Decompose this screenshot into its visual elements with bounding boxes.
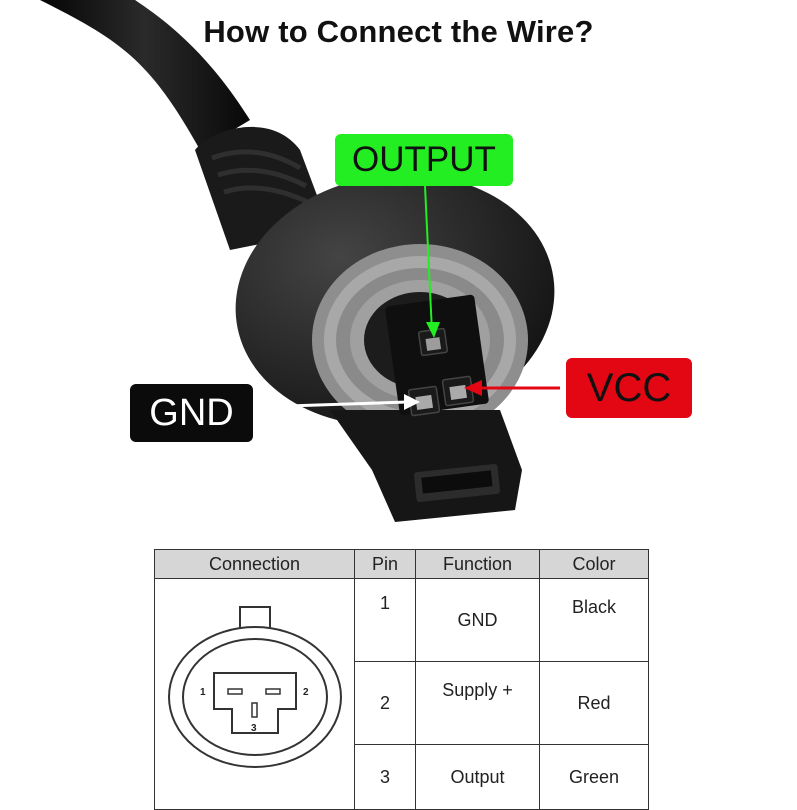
pin-number: 3 xyxy=(354,744,416,810)
connector-illustration xyxy=(40,0,560,522)
connector-outer-ring xyxy=(167,625,342,768)
pin-function: GND xyxy=(415,578,540,662)
face-pin-2-label: 2 xyxy=(303,687,309,698)
gnd-arrow-line xyxy=(287,400,409,408)
connector-diagram: How to Connect the Wire? OUTPUT GND VCC … xyxy=(40,0,692,810)
cable xyxy=(40,0,250,150)
table-row: 2 Supply + Red xyxy=(155,661,649,745)
page-title: How to Connect the Wire? xyxy=(203,14,594,49)
vcc-arrow-head xyxy=(464,380,482,396)
table-header-row: Connection Pin Function Color xyxy=(154,549,649,579)
wire-color: Black xyxy=(539,578,649,662)
connector-housing xyxy=(212,671,297,734)
connector-inner-ring xyxy=(181,637,328,756)
face-pin-3-label: 3 xyxy=(251,723,257,734)
wire-color: Green xyxy=(539,744,649,810)
connector-face-diagram: 1 2 3 xyxy=(167,605,342,768)
output-arrow-line xyxy=(424,185,433,333)
connector-face-cell: 1 2 3 xyxy=(154,578,355,810)
pin-function: Supply + xyxy=(415,661,540,745)
header-connection: Connection xyxy=(154,549,355,579)
face-pin-2-slot xyxy=(264,687,281,695)
vcc-label: VCC xyxy=(566,358,692,418)
face-pin-1-slot xyxy=(226,687,243,695)
wire-color: Red xyxy=(539,661,649,745)
face-pin-1-label: 1 xyxy=(200,687,206,698)
pin-number: 2 xyxy=(354,661,416,745)
pinout-table: Connection Pin Function Color xyxy=(154,549,649,810)
gnd-label: GND xyxy=(130,384,253,442)
pin-number: 1 xyxy=(354,578,416,662)
pin-function: Output xyxy=(415,744,540,810)
header-pin: Pin xyxy=(354,549,416,579)
strain-relief-ridges xyxy=(211,149,314,207)
output-arrow-head xyxy=(426,322,440,338)
output-label: OUTPUT xyxy=(335,134,513,186)
header-function: Function xyxy=(415,549,540,579)
header-color: Color xyxy=(539,549,649,579)
gnd-arrow-head xyxy=(404,394,420,410)
table-row: 1 2 3 1 GND Black xyxy=(154,578,649,810)
face-pin-3-slot xyxy=(250,701,258,718)
